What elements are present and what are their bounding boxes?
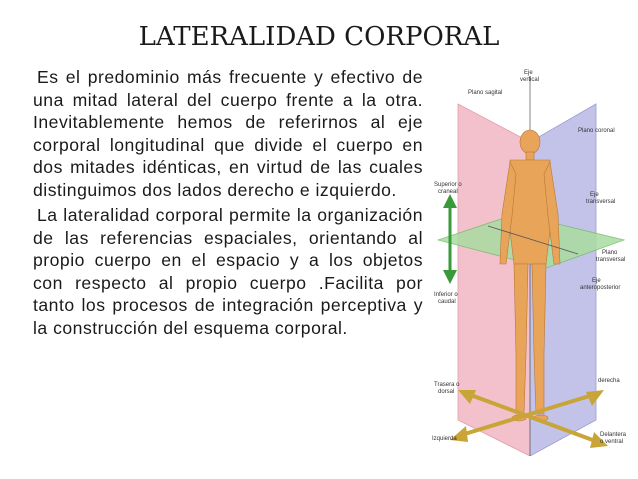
label-plano-transversal: Plano <box>602 250 618 256</box>
body-text: Es el predominio más frecuente y efectiv… <box>33 66 423 342</box>
label-plano-transversal-2: transversal <box>596 257 625 263</box>
paragraph-definition: Es el predominio más frecuente y efectiv… <box>33 67 423 200</box>
label-trasera-2: dorsal <box>438 389 454 395</box>
label-delantera-2: o ventral <box>600 439 623 445</box>
label-eje-transversal: Eje <box>590 192 599 198</box>
label-trasera: Trasera o <box>434 382 460 388</box>
label-inferior: Inferior o <box>434 292 458 298</box>
label-delantera: Delantera <box>600 432 627 438</box>
label-eje-anteroposterior: Eje <box>592 278 601 284</box>
label-plano-sagital: Plano sagital <box>468 90 502 96</box>
label-eje-transversal-2: transversal <box>586 199 615 205</box>
floor-direction-arrows-icon <box>450 390 608 448</box>
transversal-axis <box>487 225 579 255</box>
label-eje-anteroposterior-2: anteroposterior <box>580 285 620 291</box>
slide-title: LATERALIDAD CORPORAL <box>138 22 500 52</box>
label-inferior-2: caudal <box>438 299 456 305</box>
body-planes-figure: Eje vertical Plano sagital Plano coronal… <box>432 70 627 456</box>
label-eje-vertical: Eje <box>524 70 533 76</box>
up-down-arrow-icon <box>443 194 457 284</box>
label-derecha: derecha <box>598 378 620 384</box>
paragraph-function: La lateralidad corporal permite la organ… <box>33 205 423 338</box>
label-izquierda: Izquierda <box>432 436 457 442</box>
label-superior-2: craneal <box>438 189 458 195</box>
label-eje-vertical-2: vertical <box>520 77 539 83</box>
label-superior: Superior o <box>434 182 462 188</box>
label-plano-coronal: Plano coronal <box>578 128 615 134</box>
